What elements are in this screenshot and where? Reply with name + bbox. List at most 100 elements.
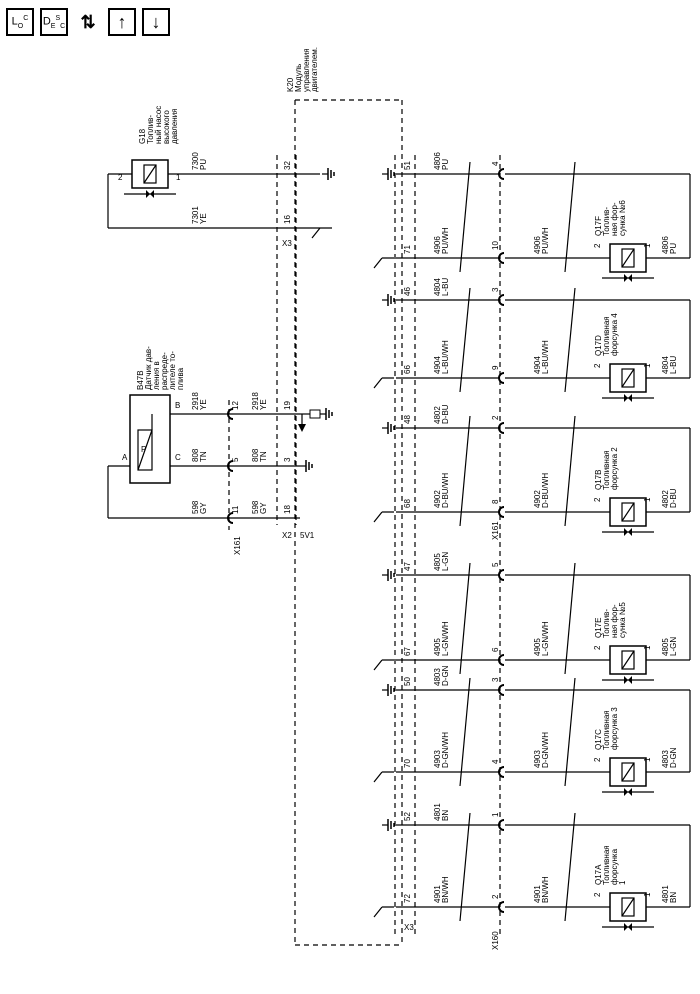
ecm-pin: 51 [403,161,412,170]
desc-button[interactable]: DESC [40,8,68,36]
sensor-label: Датчик дав- [144,346,153,390]
coil-diag [621,650,635,670]
bidir-arrow-icon [624,394,632,402]
fuel-injector-icon [602,363,654,402]
ground-icon [320,408,333,420]
twist-mark [459,287,471,393]
ecm-pin: 50 [403,677,412,686]
connector-pin-icon [498,422,505,434]
injector-label: 1 [618,880,627,885]
connector-pin-icon [498,819,505,831]
connector-pin-icon [498,654,505,666]
wire-circuit: 808 [191,448,200,462]
wire-circuit: 4905 [533,638,542,656]
driver-switch-icon [373,659,394,671]
wire-circuit: 808 [251,448,260,462]
twist-mark [564,812,576,922]
connector-x161-label: X161 [233,536,242,555]
connector-pin-icon [498,372,505,384]
ground-icon [322,168,335,180]
connector-x160-label: X160 [491,931,500,950]
wire-color: D-GN/WH [541,732,550,768]
sensor-glyph: P [141,445,146,454]
injector-label: форсунка 4 [610,313,619,356]
injector-label: Топливная [602,316,611,356]
x161-pin: 5 [231,457,240,462]
connector-pin-icon [498,901,505,913]
x160-pin: 3 [491,677,500,682]
sensor-pin-b: B [175,401,180,410]
injector-pin-2: 2 [593,645,602,650]
page-down-button[interactable]: ↓ [142,8,170,36]
ecm-pin: 48 [403,415,412,424]
injector-pin-1: 1 [643,645,652,650]
wire-color: BN [669,892,678,903]
injector-label: Топливная [602,450,611,490]
ground-icon [382,819,395,831]
ground-icon [382,569,395,581]
ecm-pin: 71 [403,245,412,254]
ecm-pin: 3 [283,457,292,462]
injector-pin-2: 2 [593,892,602,897]
connector-tool-icon[interactable]: ⇅ [74,8,102,36]
wire-color: D-BU [669,488,678,508]
driver-switch-icon [373,377,394,389]
wire-7300-color: PU [199,159,208,170]
twist-mark [564,287,576,393]
page-up-button[interactable]: ↑ [108,8,136,36]
ecm-pin: 67 [403,647,412,656]
coil-diag [621,897,635,917]
ecm-pin: 68 [403,499,412,508]
wire-circuit: 4902 [433,490,442,508]
x160-pin: 5 [491,562,500,567]
ground-icon [382,168,395,180]
toolbar: LOC DESC⇅↑↓ [6,8,170,38]
wire-color: BN/WH [541,876,550,903]
bidir-arrow-icon [624,528,632,536]
module-label: Модуль [294,64,303,92]
module-label: управления [302,48,311,92]
fuel-injector-icon [602,243,654,282]
driver-switch-icon [373,511,394,523]
loc-button[interactable]: LOC [6,8,34,36]
wire-color: TN [259,451,268,462]
connector-pin-icon [498,569,505,581]
twist-mark [459,562,471,675]
wire-color: L-BU [441,278,450,296]
wire-color: YE [199,399,208,410]
wire-circuit: 4904 [433,356,442,374]
connector-pin-icon [498,252,505,264]
ecm-pin: 66 [403,365,412,374]
wire-color: TN [199,451,208,462]
wire-circuit: 4803 [661,750,670,768]
injector-label: Q17C [594,729,603,750]
injector-pin-2: 2 [593,363,602,368]
wire-color: GY [259,502,268,514]
injector-label: форсунка 2 [610,447,619,490]
bidir-arrow-icon [146,190,154,198]
coil-diag [621,762,635,782]
wire-color: BN [441,810,450,821]
loc-button-label: LOC [11,14,29,30]
connector-pin-icon [227,408,234,420]
injector-pin-2: 2 [593,757,602,762]
wire-color: D-GN [441,665,450,686]
pump-label: Топлив- [146,115,155,144]
coil-diag [621,502,635,522]
wire-circuit: 4902 [533,490,542,508]
connector-x3-lower-label: X3 [404,923,414,932]
wire-circuit: 598 [251,500,260,514]
connector-pin-icon [498,506,505,518]
wire-circuit: 4804 [661,356,670,374]
injector-pin-2: 2 [593,497,602,502]
ecm-pin: 19 [283,401,292,410]
wire-color: L-BU/WH [541,340,550,374]
injector-pin-1: 1 [643,757,652,762]
wire-circuit: 4903 [533,750,542,768]
module-label: двигателем. [310,47,319,92]
wire-color: GY [199,502,208,514]
x160-pin: 4 [491,759,500,764]
injector-label: Топливная [602,710,611,750]
